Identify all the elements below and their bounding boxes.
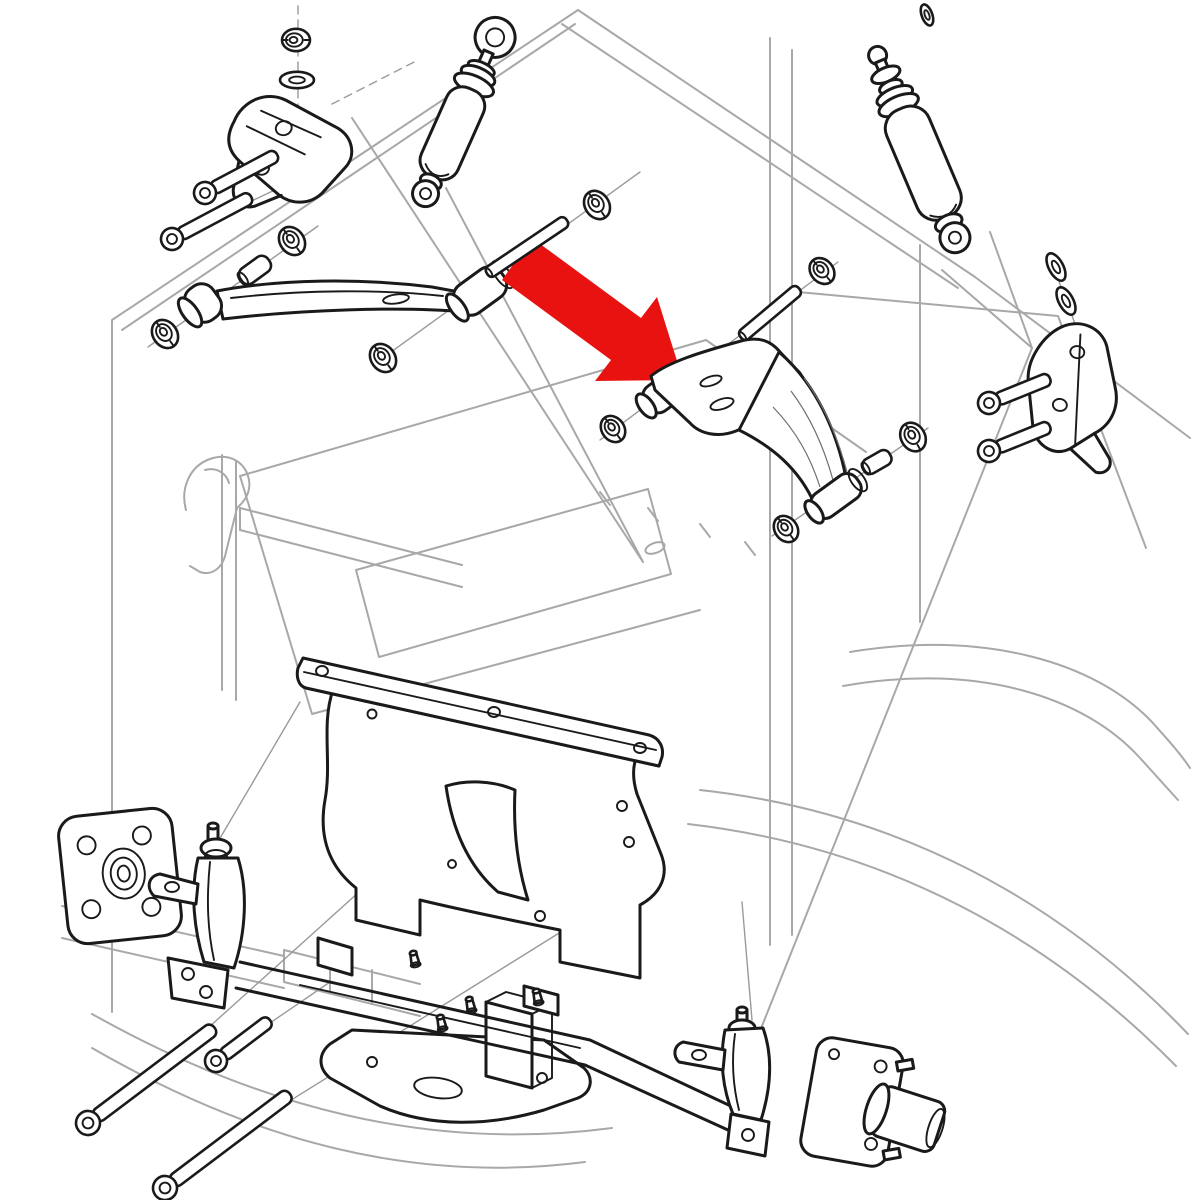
stud-icon	[531, 987, 545, 1007]
bolt-icon	[976, 420, 1052, 464]
arm-sleeve	[444, 260, 515, 323]
arm-sleeve	[803, 467, 869, 525]
arm-bushing-tube	[176, 282, 224, 329]
right-kingpin	[673, 1005, 771, 1158]
bolt-icon	[159, 191, 254, 252]
spacer-sleeve-icon	[484, 215, 570, 279]
washer-icon	[1045, 252, 1067, 282]
chassis-frame	[61, 9, 1191, 1169]
nut-icon	[368, 342, 398, 374]
fastener-hardware	[74, 3, 1077, 1200]
left-upper-control-arm	[176, 260, 515, 329]
spring-plate-arch	[444, 780, 530, 902]
bolt-icon	[74, 1023, 218, 1137]
right-shock-absorber	[867, 44, 972, 255]
stud-icon	[464, 995, 478, 1015]
bushing-icon	[277, 225, 307, 257]
stud-icon	[408, 949, 422, 969]
bushing-icon	[582, 189, 612, 221]
spring-plate-crossbar	[295, 656, 664, 768]
bolt-icon	[192, 149, 280, 206]
nut-icon	[808, 256, 836, 286]
bolt-icon	[203, 1016, 273, 1074]
highlighted-upper-control-arm	[634, 337, 869, 525]
nut-icon	[772, 514, 800, 544]
spacer-sleeve-icon	[236, 254, 273, 287]
left-spindle-hub-assembly	[57, 806, 246, 1010]
bolt-icon	[151, 1089, 293, 1200]
left-shock-absorber	[411, 15, 517, 209]
left-kingpin	[147, 821, 246, 1010]
base-plate	[319, 1028, 592, 1124]
washer-icon	[278, 70, 316, 90]
nut-icon	[898, 421, 928, 453]
washer-icon	[919, 3, 935, 27]
leaf-spring-plate-assembly	[295, 656, 666, 1124]
right-spindle-hub-assembly	[673, 1005, 947, 1168]
red-arrow-icon	[502, 238, 683, 381]
nut-icon	[280, 27, 312, 53]
right-shock-mount-bracket	[1026, 322, 1118, 475]
nut-icon	[599, 414, 627, 444]
bolt-icon	[976, 372, 1052, 416]
nut-icon	[150, 318, 180, 350]
washer-icon	[1055, 286, 1077, 316]
right-hub-cylinder	[862, 1082, 947, 1153]
spacer-sleeve-icon	[737, 284, 803, 342]
spacer-sleeve-icon	[860, 448, 893, 476]
stud-icon	[435, 1013, 449, 1033]
